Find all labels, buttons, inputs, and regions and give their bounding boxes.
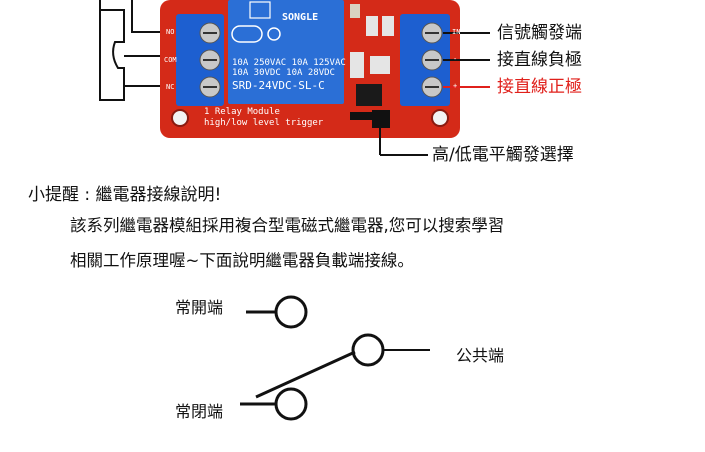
- tip-heading: 小提醒 : 繼電器接線說明!: [28, 185, 222, 205]
- no-contact-circle: [274, 295, 308, 329]
- callout-negative-pole: 接直線負極: [497, 50, 582, 70]
- relay-spec-line2: 10A 30VDC 10A 28VDC: [232, 68, 335, 78]
- callout-lines: [443, 32, 490, 88]
- relay-brand: SONGLE: [282, 12, 319, 23]
- level-jumper: [372, 110, 428, 156]
- relay-component: [228, 0, 344, 104]
- label-normally-open: 常開端: [175, 298, 224, 317]
- tip-line-2: 相關工作原理喔~下面說明繼電器負載端接線。: [70, 251, 414, 270]
- terminal-label-com: COM: [164, 56, 177, 64]
- callout-level-select: 高/低電平觸發選擇: [432, 145, 574, 165]
- terminal-label-neg: -: [453, 55, 458, 63]
- nc-contact-circle: [274, 387, 308, 421]
- smd-components: [350, 4, 394, 120]
- terminal-label-no: NO: [166, 28, 175, 36]
- callout-signal-trigger: 信號觸發端: [497, 23, 582, 43]
- label-common: 公共端: [456, 346, 505, 365]
- pcb-label-line1: 1 Relay Module: [204, 107, 280, 117]
- load-terminal-block: [176, 14, 224, 106]
- tip-line-1: 該系列繼電器模組採用複合型電磁式繼電器,您可以搜索學習: [70, 216, 505, 235]
- terminal-label-pos: +: [453, 82, 458, 90]
- terminal-label-nc: NC: [166, 83, 175, 91]
- pcb-label-line2: high/low level trigger: [204, 118, 324, 128]
- control-terminal-block: [400, 14, 450, 106]
- terminal-label-in: IN: [452, 28, 461, 36]
- switch-arm: [255, 350, 356, 399]
- callout-positive-pole: 接直線正極: [497, 77, 582, 97]
- relay-spec-line1: 10A 250VAC 10A 125VAC: [232, 58, 346, 68]
- com-contact-circle: [351, 333, 385, 367]
- relay-model: SRD-24VDC-SL-C: [232, 79, 325, 92]
- switch-diagram: [240, 295, 430, 421]
- label-normally-closed: 常閉端: [175, 402, 224, 421]
